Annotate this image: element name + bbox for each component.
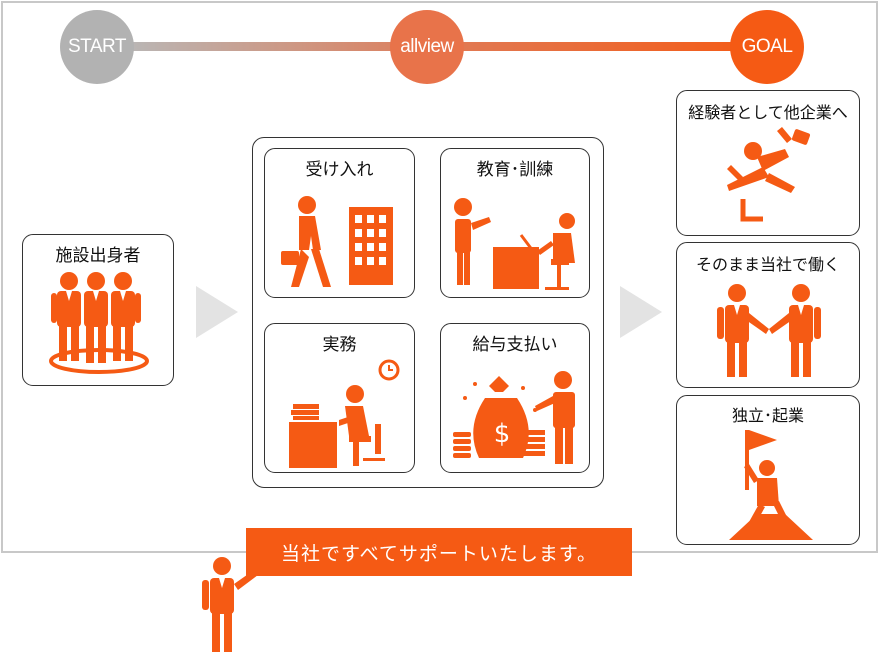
presenter-person-icon <box>202 557 258 652</box>
teacher-student-icon <box>454 198 575 290</box>
goal-circle: GOAL <box>730 10 804 84</box>
training-box: 教育･訓練 <box>440 148 590 298</box>
goal-other-company-title: 経験者として他企業へ <box>688 103 848 122</box>
work-box: 実務 <box>264 323 415 473</box>
goal-label: GOAL <box>741 36 793 57</box>
goal-stay-title: そのまま当社で働く <box>695 255 840 274</box>
desk-worker-icon <box>289 359 400 468</box>
arrow-right-icon <box>620 286 662 338</box>
start-circle: START <box>60 10 134 84</box>
hurdle-jumper-icon <box>727 127 811 222</box>
svg-text:$: $ <box>494 419 511 449</box>
accept-title: 受け入れ <box>305 160 374 180</box>
origin-title: 施設出身者 <box>55 246 141 266</box>
allview-circle: allview <box>390 10 464 84</box>
accept-box: 受け入れ <box>264 148 415 298</box>
arrow-right-icon <box>196 286 238 338</box>
salary-title: 給与支払い <box>472 335 558 355</box>
goal-other-company-box: 経験者として他企業へ <box>676 90 860 236</box>
start-label: START <box>67 36 127 57</box>
allview-label: allview <box>400 36 454 57</box>
support-banner-text: 当社ですべてサポートいたします。 <box>280 542 597 565</box>
goal-stay-box: そのまま当社で働く <box>676 242 860 388</box>
training-title: 教育･訓練 <box>476 160 554 180</box>
support-banner: 当社ですべてサポートいたします。 <box>246 528 632 576</box>
salary-box: 給与支払い $ <box>440 323 590 473</box>
walking-person-building-icon <box>281 196 393 287</box>
handshake-icon <box>717 284 821 377</box>
group-of-people-icon <box>49 272 149 374</box>
work-title: 実務 <box>322 335 357 355</box>
goal-independent-title: 独立･起業 <box>731 406 804 425</box>
goal-independent-box: 独立･起業 <box>676 395 860 545</box>
money-bag-person-icon: $ <box>453 371 575 464</box>
origin-box: 施設出身者 <box>22 234 174 386</box>
flag-summit-icon <box>729 430 813 540</box>
